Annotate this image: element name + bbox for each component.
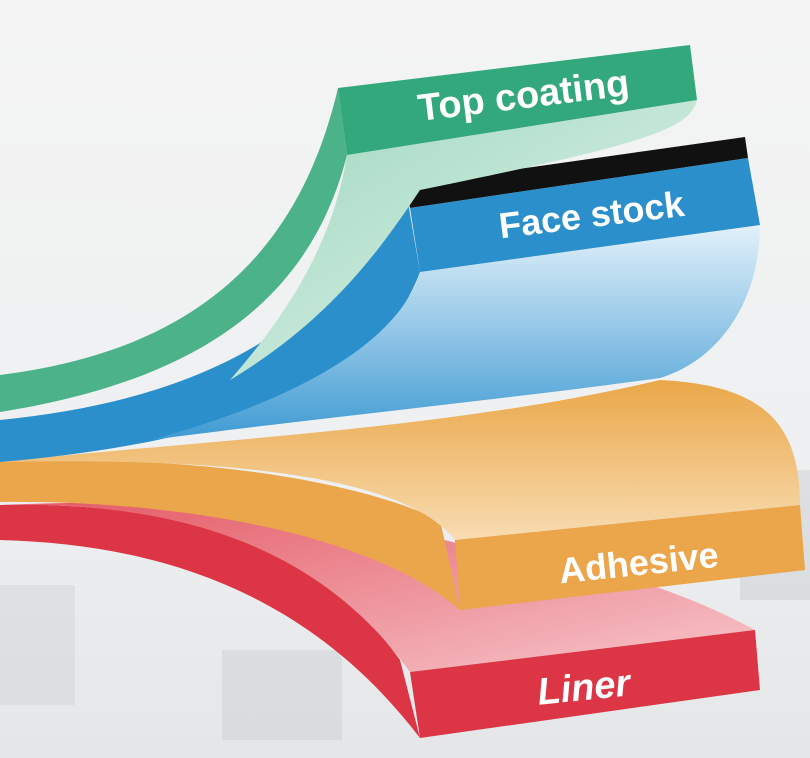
- liner-face: [410, 630, 760, 738]
- top-coating-layer: [0, 45, 697, 412]
- adhesive-face: [455, 505, 805, 610]
- face-stock-face: [410, 158, 760, 272]
- face-stock-black-edge: [405, 137, 748, 208]
- liner-label: Liner: [535, 662, 634, 714]
- adhesive-layer: [0, 380, 805, 610]
- liner-layer: [0, 502, 760, 738]
- face-stock-layer: [0, 137, 760, 462]
- top-coating-face: [338, 45, 697, 155]
